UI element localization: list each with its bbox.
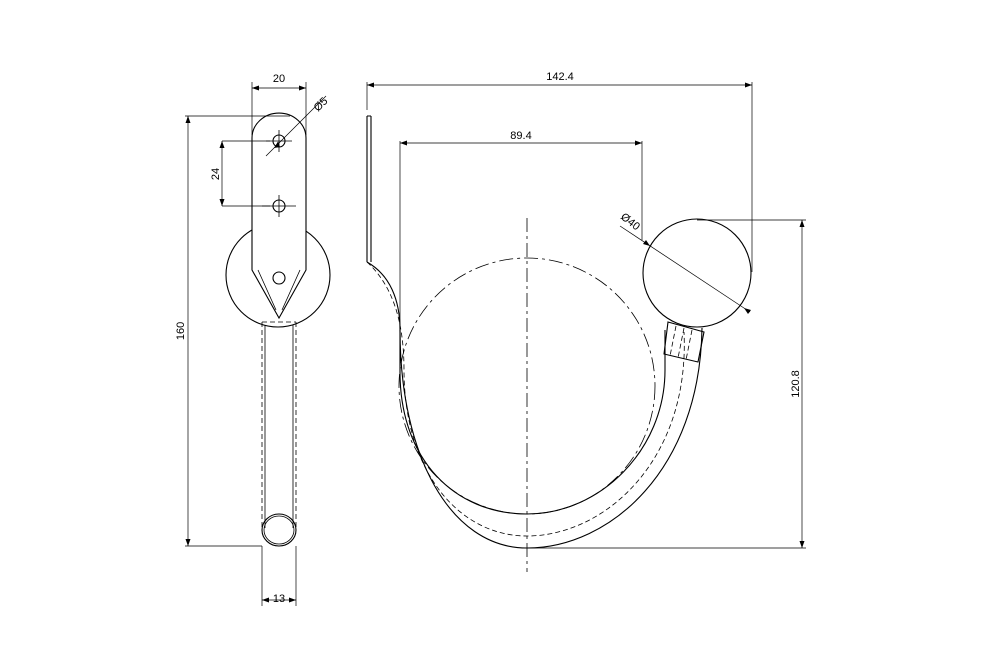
dim-inner-width: 89.4 [510,130,531,142]
dim-overall-width: 142.4 [546,71,574,83]
front-view: 142.4 89.4 Ø40 120.8 [366,71,806,572]
side-rod [261,321,297,530]
front-knob [642,218,752,328]
hole-centerlines [262,130,296,217]
side-taper [257,269,301,311]
front-wall-plate [366,115,372,262]
dim-knob-diameter: Ø40 [618,211,642,233]
hook-outer [366,261,703,549]
dim-hook-height: 120.8 [790,370,802,398]
dim-plate-width: 20 [273,73,285,85]
hole-bottom [272,271,286,285]
side-view: 20 Ø5 24 160 13 [175,73,331,606]
hook-inner [399,330,666,515]
dim-total-height: 160 [175,322,187,340]
dim-hole-diameter: Ø5 [312,95,331,114]
side-rod-end [261,513,297,547]
dim-rod-diameter: 13 [273,593,285,605]
threaded-joint [663,321,705,363]
dim-hole-spacing: 24 [210,168,222,180]
